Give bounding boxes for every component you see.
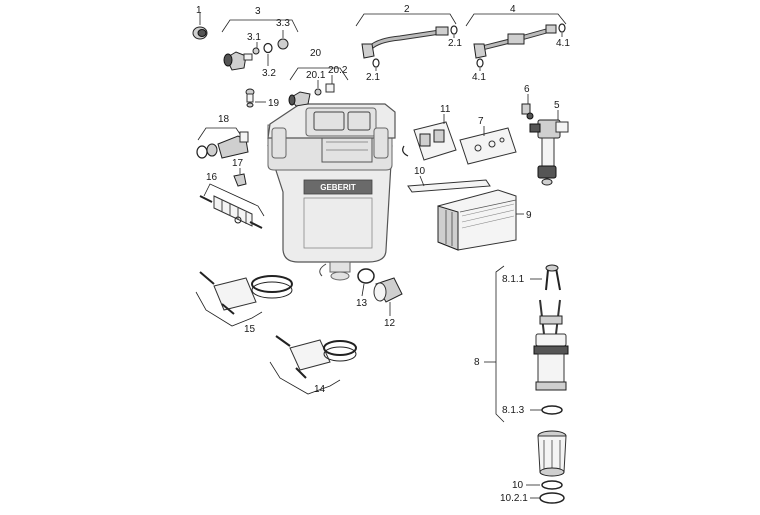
label-3-1: 3.1 [247, 32, 261, 43]
label-10-top: 10 [414, 166, 426, 177]
label-8-1-1: 8.1.1 [502, 274, 525, 285]
part-6-fitting [521, 103, 534, 120]
label-18: 18 [218, 114, 230, 125]
cistern-tank: GEBERIT [267, 103, 396, 281]
part-16-bracket [199, 195, 263, 229]
part-4-hose-with-valve [473, 23, 566, 68]
label-11: 11 [440, 104, 451, 115]
label-13: 13 [356, 298, 368, 309]
label-4: 4 [510, 4, 516, 15]
part-10-2-1-seal [539, 492, 565, 504]
label-1: 1 [196, 5, 202, 16]
part-8-1-3-seal [541, 405, 563, 415]
label-2: 2 [404, 4, 410, 15]
part-15-bracket-with-clamp [199, 271, 293, 315]
label-2-1-right: 2.1 [448, 38, 462, 49]
label-2-1-left: 2.1 [366, 72, 380, 83]
label-10-bottom: 10 [512, 480, 524, 491]
part-7-plate [459, 127, 517, 165]
label-16: 16 [206, 172, 218, 183]
part-14-bracket-with-clamp [275, 335, 357, 379]
part-18-valve [196, 131, 249, 159]
label-4-1-left: 4.1 [472, 72, 486, 83]
label-15: 15 [244, 324, 256, 335]
label-3-3: 3.3 [276, 18, 290, 29]
part-10-ring [541, 480, 563, 490]
part-11-actuator-plate [402, 121, 457, 161]
label-20-1: 20.1 [306, 70, 326, 81]
label-7: 7 [478, 116, 484, 127]
label-10-2-1: 10.2.1 [500, 493, 528, 504]
part-10-basket [537, 430, 567, 477]
label-5: 5 [554, 100, 560, 111]
part-19-screw [245, 88, 255, 108]
label-6: 6 [524, 84, 530, 95]
label-14: 14 [314, 384, 326, 395]
part-3-valve-assembly [223, 38, 289, 71]
part-2-hose [361, 25, 458, 68]
part-9-housing [437, 189, 517, 251]
label-3-2: 3.2 [262, 68, 276, 79]
part-20-connector [288, 83, 335, 107]
label-17: 17 [232, 158, 244, 169]
part-5-fill-valve [529, 119, 569, 186]
label-20: 20 [310, 48, 322, 59]
part-8-1-1-lever [545, 264, 561, 291]
label-19: 19 [268, 98, 280, 109]
label-8: 8 [474, 357, 480, 368]
label-12: 12 [384, 318, 396, 329]
label-9: 9 [526, 210, 532, 221]
part-1-nut [192, 26, 208, 40]
part-8-flush-valve [533, 299, 569, 391]
part-13-seal [357, 268, 375, 284]
label-4-1-right: 4.1 [556, 38, 570, 49]
label-3: 3 [255, 6, 261, 17]
label-20-2: 20.2 [328, 65, 348, 76]
part-12-cap [373, 277, 403, 303]
label-8-1-3: 8.1.3 [502, 405, 525, 416]
brand-logo: GEBERIT [320, 183, 356, 192]
part-10-cover-plate [407, 179, 491, 193]
part-17-clip [233, 173, 247, 187]
